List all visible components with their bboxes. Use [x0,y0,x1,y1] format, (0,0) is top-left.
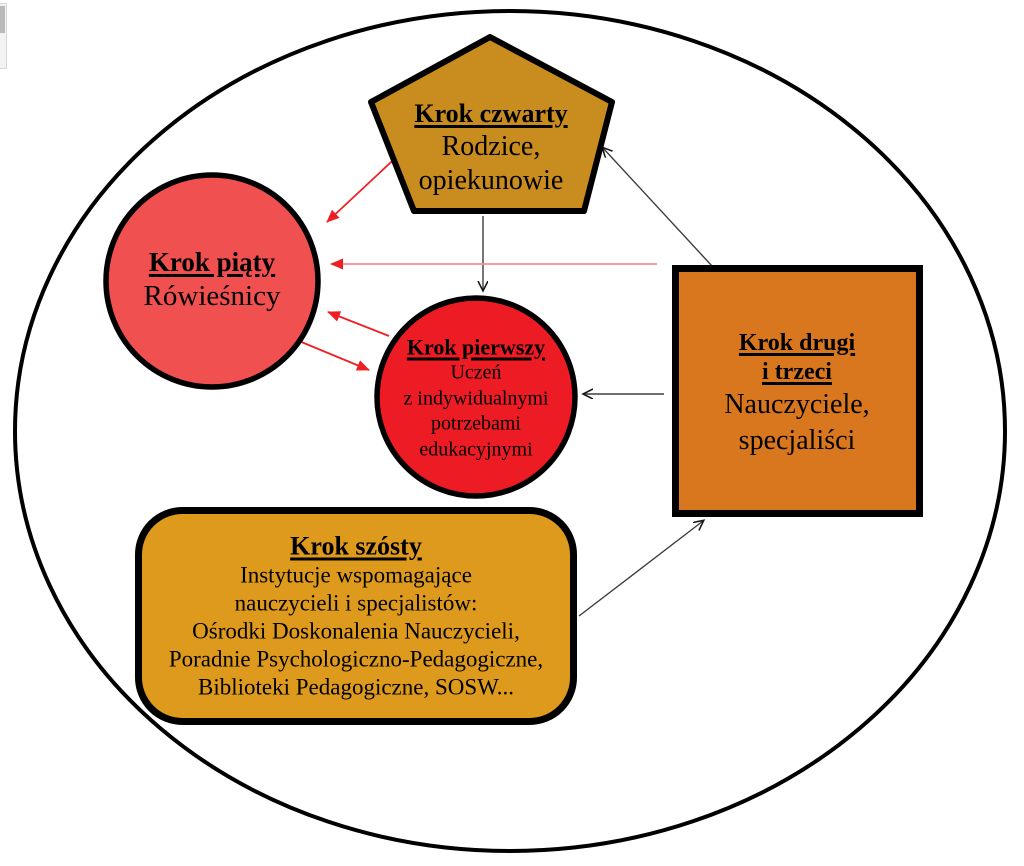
step6-line: nauczycieli i specjalistów: [234,590,478,616]
step1-line: Uczeń [450,361,502,384]
square-step23 [672,265,923,517]
circle-step5 [103,172,321,390]
step1-line: z indywidualnymi [403,387,549,409]
step1-title: Krok pierwszy [406,334,546,360]
scrollbar-thumb[interactable] [0,6,5,33]
step5-line: Rówieśnicy [143,280,281,312]
step1-label: Krok pierwszy Uczeń z indywidualnymi pot… [404,334,549,463]
step5-label: Krok piąty Rówieśnicy [144,246,281,314]
pentagon-step4 [368,34,615,214]
step4-title: Krok czwarty [414,99,568,128]
arrow-square-to-pentagon [603,148,713,267]
step1-line: potrzebami [431,412,521,435]
outer-ellipse [13,9,1007,853]
step23-line: Nauczyciele, [724,389,870,420]
arrow-rect-to-square [578,521,703,617]
step23-title: i trzeci [762,359,832,385]
step5-title: Krok piąty [148,247,276,277]
step6-line: Ośrodki Doskonalenia Nauczycieli, [192,618,520,644]
step6-line: Poradnie Psychologiczno-Pedagogiczne, [168,646,544,672]
step23-title: Krok drugi [738,330,856,356]
step23-label: Krok drugi i trzeci Nauczyciele, specjal… [724,329,869,459]
step6-label: Krok szósty Instytucje wspomagające nauc… [169,531,543,702]
arrow-pentagon-to-left-circle [326,149,405,223]
step23-line: specjaliści [738,425,856,456]
step1-line: edukacyjnymi [419,438,533,460]
rounded-rect-step6 [135,507,577,725]
step6-line: Instytucje wspomagające [240,562,472,588]
arrow-center-circle-to-left-circle [327,311,390,337]
step4-line: opiekunowie [418,165,564,196]
step4-label: Krok czwarty Rodzice, opiekunowie [414,98,567,198]
step6-line: Biblioteki Pedagogiczne, SOSW... [197,674,515,700]
vertical-scrollbar[interactable] [0,3,7,69]
step4-line: Rodzice, [441,131,541,162]
step6-title: Krok szósty [290,531,422,561]
circle-step1 [374,295,578,499]
arrow-left-circle-to-center-circle [298,340,370,371]
